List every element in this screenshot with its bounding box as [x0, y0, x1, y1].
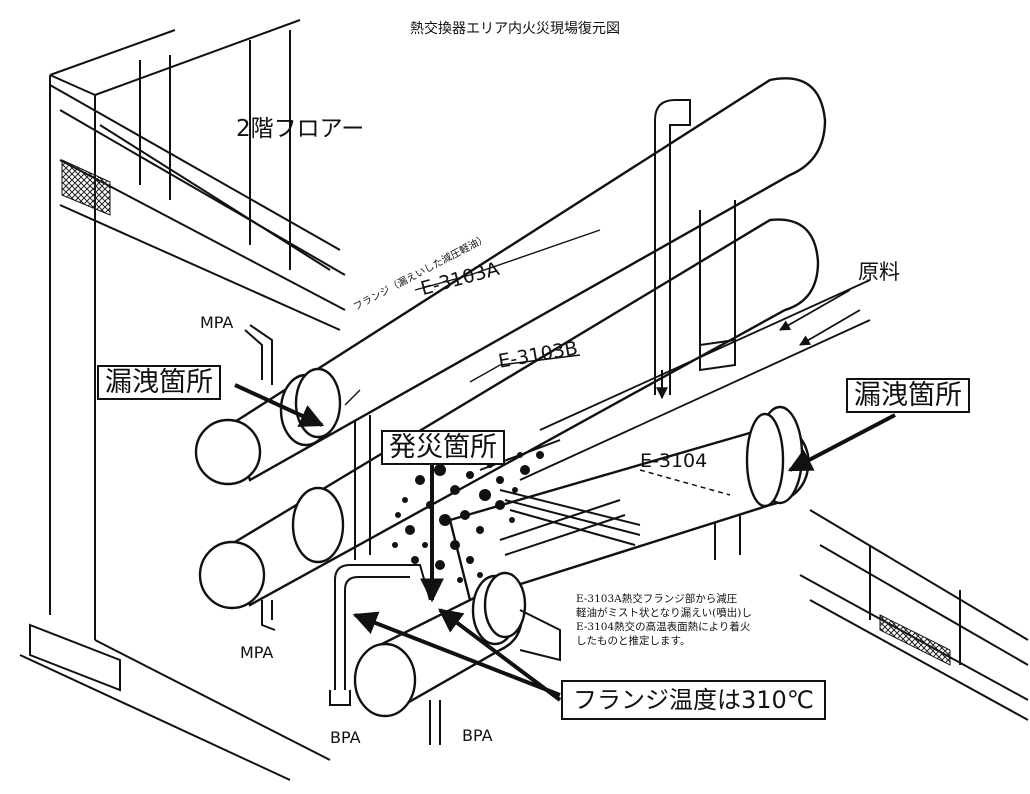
e3104-dashed-connection [639, 469, 731, 496]
floor-label: 2階フロアー [236, 116, 365, 142]
bottom-exchanger-shell [353, 571, 527, 718]
explanation-line: E-3103A熱交フランジ部から減圧 [576, 593, 738, 605]
callout-leak-left: 漏洩箇所 [97, 365, 221, 400]
leak-left-arrow [234, 383, 325, 427]
label-bpa-left: BPA [330, 728, 361, 747]
leak-right-arrow [787, 413, 896, 472]
callout-leak-right: 漏洩箇所 [846, 378, 970, 413]
diagram-title: 熱交換器エリア内火災現場復元図 [410, 21, 620, 37]
explanation-line: したものと推定します。 [576, 635, 691, 647]
right-grating-mesh [879, 614, 951, 666]
label-mpa-top: MPA [200, 313, 234, 332]
callout-arrows [234, 383, 896, 702]
feed-label: 原料 [858, 260, 900, 284]
bottom-piping [329, 564, 561, 745]
incident-explanation: E-3103A熱交フランジ部から減圧 軽油がミスト状となり漏えい(噴出)し E-… [576, 592, 816, 648]
explanation-line: 軽油がミスト状となり漏えい(噴出)し [576, 607, 752, 619]
feed-flow-arrows [519, 279, 871, 481]
flange-temp-arrow-right [438, 608, 562, 702]
label-bpa-right: BPA [462, 726, 493, 745]
label-e3104: E-3104 [640, 450, 708, 472]
callout-flange-temperature: フランジ温度は310℃ [561, 680, 826, 720]
left-platform-structure [19, 19, 346, 781]
callout-fire-point: 発災箇所 [381, 430, 505, 465]
right-platform-railing [799, 509, 1029, 721]
leader-lines [344, 229, 601, 406]
label-mpa-bottom: MPA [240, 643, 274, 662]
flange-temp-arrow-left [352, 611, 561, 697]
left-grating-mesh [61, 159, 111, 216]
mpa-nozzles [244, 324, 276, 631]
exchanger-e3104-shell [448, 405, 810, 602]
explanation-line: E-3104熱交の高温表面熱により着火 [576, 621, 751, 633]
